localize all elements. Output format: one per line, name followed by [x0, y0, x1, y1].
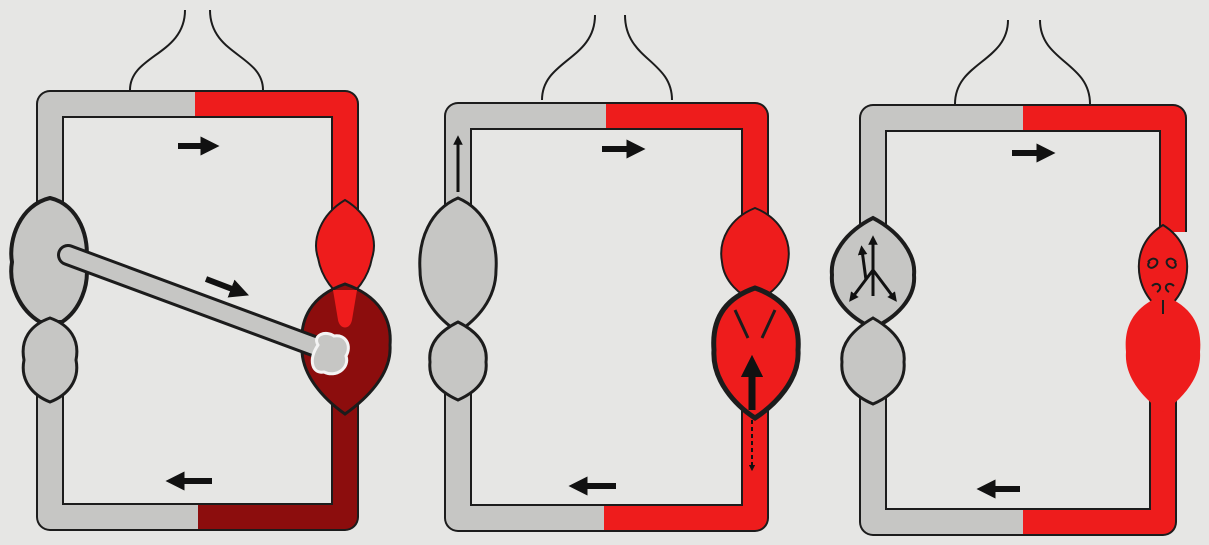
panel-1-funnel [130, 10, 263, 90]
panel-3-grey-ventricle [842, 318, 904, 404]
vessel-outline [50, 380, 200, 517]
panel-2-vessel-grey-bottom [458, 390, 606, 518]
panel-2-vessel-red-top [606, 116, 755, 230]
panel-3-vessel-red-bottom [1023, 390, 1163, 522]
vessel-outline [873, 118, 1025, 240]
panel-3 [832, 20, 1201, 522]
panel-3-vessel-grey-top [873, 118, 1025, 240]
panel-1-vessel-red-top [195, 104, 345, 225]
vessel-outline [458, 390, 606, 518]
panel-1-vessel-darkred-bottom [198, 400, 345, 517]
vessel-outline [873, 390, 1025, 522]
panel-2-grey-atrium [420, 198, 496, 332]
panel-2-funnel [542, 15, 672, 100]
vessel-outline [1023, 118, 1173, 232]
vessel-outline [1023, 390, 1163, 522]
panel-1-shunt-tube-core [68, 255, 330, 352]
vessel-outline [604, 400, 755, 518]
panel-3-vessel-red-top [1023, 118, 1173, 232]
panel-2-red-ventricle [714, 288, 799, 418]
panel-1-grey-ventricle [23, 318, 77, 402]
panel-3-vessel-grey-bottom [873, 390, 1025, 522]
vessel-outline [195, 104, 345, 225]
panel-3-funnel [955, 20, 1090, 104]
panel-2-vessel-red-bottom [604, 400, 755, 518]
panel-2 [420, 15, 798, 518]
vessel-outline [606, 116, 755, 230]
panel-2-grey-ventricle [430, 322, 487, 400]
panel-1 [11, 10, 390, 517]
panel-1-shunt-blob [312, 333, 348, 373]
panel-1-vessel-grey-bottom [50, 380, 200, 517]
vessel-outline [198, 400, 345, 517]
flow-arrow-icon [206, 279, 240, 292]
